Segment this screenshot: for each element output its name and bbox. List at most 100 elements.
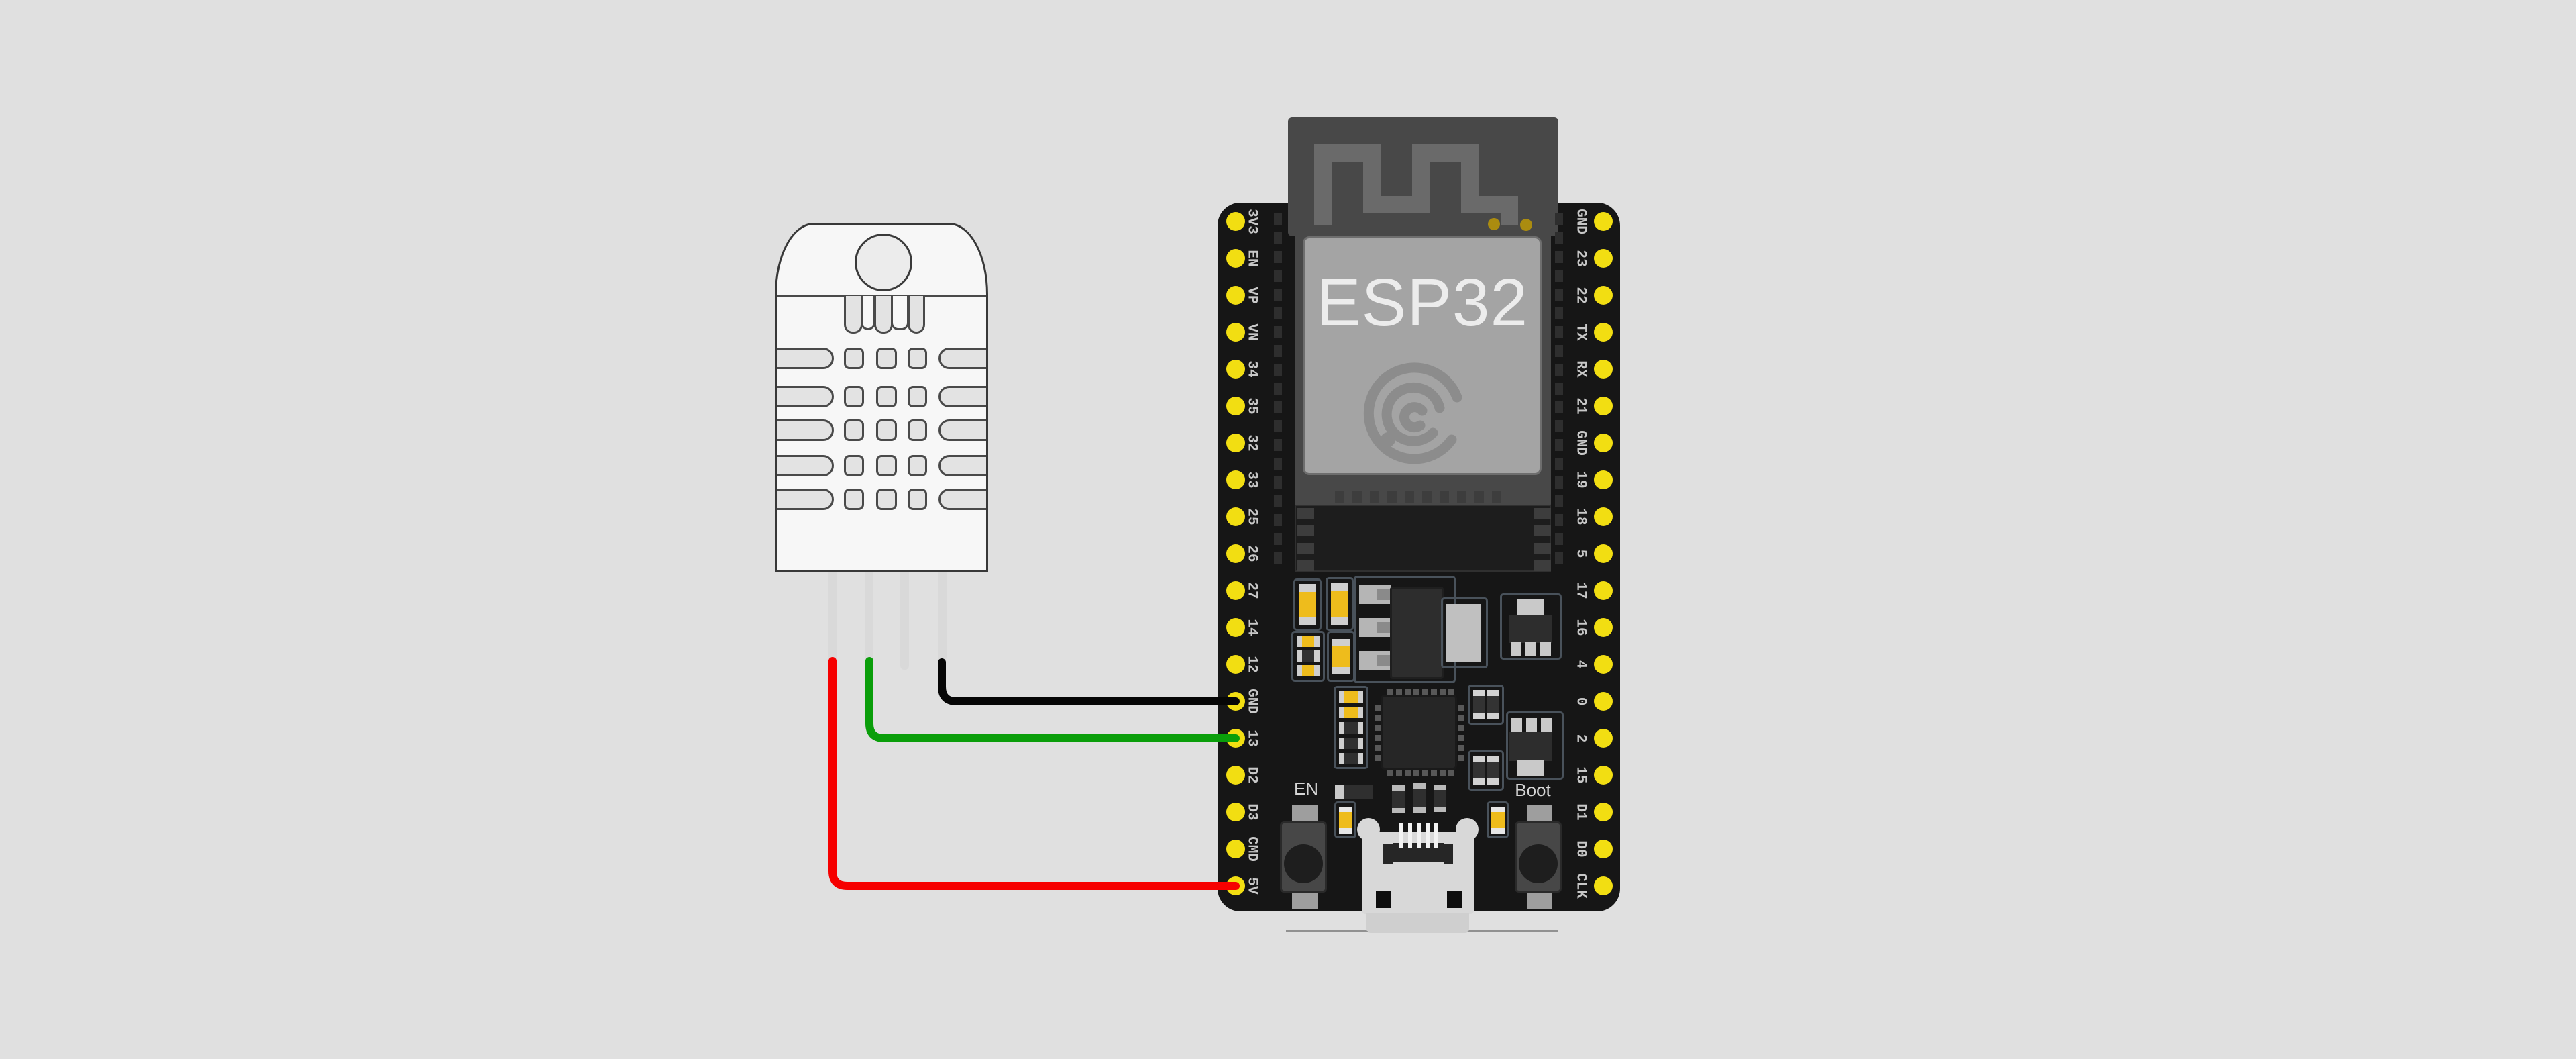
pin-left-vp[interactable] <box>1226 286 1245 305</box>
pin-right-21[interactable] <box>1594 397 1613 415</box>
castellation-hole <box>1274 533 1282 545</box>
regulator-tab <box>1446 604 1481 662</box>
dht22-vent-slot <box>908 455 927 476</box>
pin-right-4[interactable] <box>1594 655 1613 674</box>
smd-transistor <box>1506 711 1564 780</box>
pin-label-left-vn: VN <box>1244 323 1260 341</box>
pin-left-cmd[interactable] <box>1226 840 1245 858</box>
jumper-pads <box>1468 750 1504 791</box>
module-pad <box>1405 491 1414 503</box>
castellation-hole <box>1274 307 1282 319</box>
castellation-hole <box>1274 345 1282 357</box>
castellation-hole <box>1555 420 1563 432</box>
pin-left-vn[interactable] <box>1226 323 1245 342</box>
pin-right-2[interactable] <box>1594 729 1613 748</box>
transistor-tab <box>1517 760 1544 776</box>
pin-right-d1[interactable] <box>1594 803 1613 821</box>
castellation-hole <box>1274 552 1282 564</box>
pin-left-5v[interactable] <box>1226 876 1245 895</box>
pin-right-15[interactable] <box>1594 766 1613 785</box>
castellation-hole <box>1274 364 1282 376</box>
pin-left-25[interactable] <box>1226 507 1245 526</box>
wire-power[interactable] <box>828 657 1240 890</box>
smd-transistor <box>1500 593 1562 660</box>
castellation-hole <box>1555 270 1563 282</box>
dht22-sensor[interactable]: DHT22 <box>775 223 988 572</box>
wire-ground[interactable] <box>938 658 1240 705</box>
smd-capacitor-body <box>1339 722 1363 734</box>
pin-left-27[interactable] <box>1226 581 1245 600</box>
pin-right-23[interactable] <box>1594 249 1613 268</box>
antenna-test-dot <box>1520 219 1532 231</box>
module-pad <box>1440 491 1449 503</box>
pin-left-en[interactable] <box>1226 249 1245 268</box>
pin-left-d3[interactable] <box>1226 803 1245 821</box>
button-plunger <box>1284 844 1323 883</box>
pin-label-right-d1: D1 <box>1572 803 1589 821</box>
castellation-hole <box>1274 213 1282 225</box>
smd-capacitor <box>1326 577 1354 631</box>
wire-data[interactable] <box>865 657 1240 742</box>
pin-label-left-cmd: CMD <box>1244 836 1260 862</box>
usb-pin <box>1434 823 1438 848</box>
qfn-pin <box>1458 735 1464 741</box>
dht22-slot <box>908 296 925 334</box>
pin-left-gnd[interactable] <box>1226 692 1245 711</box>
pin-right-5[interactable] <box>1594 544 1613 563</box>
pin-left-14[interactable] <box>1226 618 1245 637</box>
transistor-leg <box>1525 642 1536 656</box>
jumper-pad <box>1473 756 1485 785</box>
pin-label-left-3v3: 3V3 <box>1244 209 1260 234</box>
regulator-leg-pad <box>1377 589 1390 600</box>
pin-label-left-d2: D2 <box>1244 766 1260 784</box>
dht22-vent-slot <box>908 489 927 510</box>
qfn-pin <box>1375 725 1381 731</box>
qfn-pin <box>1375 715 1381 721</box>
dht22-vent-slot <box>876 419 897 441</box>
pin-label-right-0: 0 <box>1572 697 1589 706</box>
module-side-pad <box>1534 543 1551 554</box>
dht22-vent-slot <box>777 419 834 441</box>
module-side-pad <box>1534 508 1551 519</box>
pin-label-left-13: 13 <box>1244 729 1260 747</box>
pin-left-34[interactable] <box>1226 360 1245 379</box>
pin-right-0[interactable] <box>1594 692 1613 711</box>
qfn-chip <box>1381 695 1457 770</box>
qfn-pin <box>1375 755 1381 761</box>
castellation-hole <box>1555 533 1563 545</box>
pin-right-18[interactable] <box>1594 507 1613 526</box>
castellation-hole <box>1274 476 1282 489</box>
pin-right-16[interactable] <box>1594 618 1613 637</box>
pin-left-33[interactable] <box>1226 470 1245 489</box>
castellation-hole <box>1555 401 1563 413</box>
pin-right-gnd[interactable] <box>1594 434 1613 452</box>
pin-left-32[interactable] <box>1226 434 1245 452</box>
pin-left-26[interactable] <box>1226 544 1245 563</box>
pin-left-12[interactable] <box>1226 655 1245 674</box>
pin-right-22[interactable] <box>1594 286 1613 305</box>
pin-right-tx[interactable] <box>1594 323 1613 342</box>
castellation-hole <box>1274 514 1282 526</box>
pin-right-clk[interactable] <box>1594 876 1613 895</box>
dht22-vent-slot <box>777 489 834 510</box>
smd-capacitor-body <box>1339 738 1363 749</box>
qfn-pin <box>1458 725 1464 731</box>
pin-left-d2[interactable] <box>1226 766 1245 785</box>
pin-left-13[interactable] <box>1226 729 1245 748</box>
pin-right-d0[interactable] <box>1594 840 1613 858</box>
castellation-hole <box>1555 251 1563 263</box>
qfn-pin <box>1396 689 1402 695</box>
pin-left-35[interactable] <box>1226 397 1245 415</box>
castellation-hole <box>1274 326 1282 338</box>
pin-right-19[interactable] <box>1594 470 1613 489</box>
pin-right-rx[interactable] <box>1594 360 1613 379</box>
dht22-vent-slot <box>938 348 986 369</box>
pin-right-17[interactable] <box>1594 581 1613 600</box>
smd-capacitor <box>1334 801 1356 838</box>
pin-left-3v3[interactable] <box>1226 212 1245 231</box>
smd-capacitor-group <box>1334 686 1368 769</box>
pin-right-gnd[interactable] <box>1594 212 1613 231</box>
button-tab <box>1527 892 1552 909</box>
smd-capacitor-body <box>1339 691 1363 703</box>
dht22-vent-slot <box>844 455 864 476</box>
